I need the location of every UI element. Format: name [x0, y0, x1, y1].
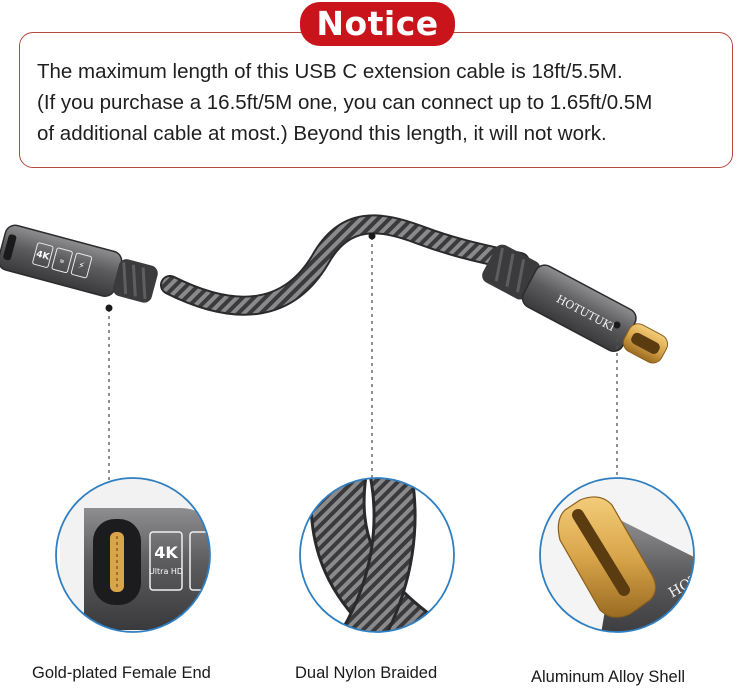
notice-line-1: The maximum length of this USB C extensi… — [37, 60, 623, 83]
caption-aluminum: Aluminum Alloy Shell — [531, 668, 686, 686]
notice-badge: Notice — [300, 2, 455, 46]
svg-text:≋: ≋ — [58, 258, 65, 266]
detail-aluminum-shell: HOT — [539, 477, 695, 633]
notice-text: The maximum length of this USB C extensi… — [37, 56, 727, 149]
detail-braided — [299, 477, 455, 633]
notice-box — [19, 32, 733, 168]
female-label-4k: 4K — [35, 250, 51, 263]
detail-4k-label: 4K — [154, 543, 178, 562]
female-connector: 4K ≋ ⚡ — [0, 224, 158, 303]
caption-dual-nylon: Dual Nylon Braided — [295, 664, 438, 682]
notice-line-2: (If you purchase a 16.5ft/5M one, you ca… — [37, 91, 653, 114]
svg-text:⚡: ⚡ — [77, 261, 86, 272]
leader-lines — [108, 237, 618, 480]
male-connector: HOTUTUKI — [482, 244, 669, 364]
caption-female-end: Gold-plated Female End — [32, 664, 211, 682]
braided-cable — [160, 214, 530, 316]
detail-female-end: 4K Ultra HD — [55, 477, 211, 633]
detail-ultrahd-label: Ultra HD — [149, 567, 183, 576]
leader-dots — [105, 232, 621, 329]
notice-line-3: of additional cable at most.) Beyond thi… — [37, 122, 607, 145]
